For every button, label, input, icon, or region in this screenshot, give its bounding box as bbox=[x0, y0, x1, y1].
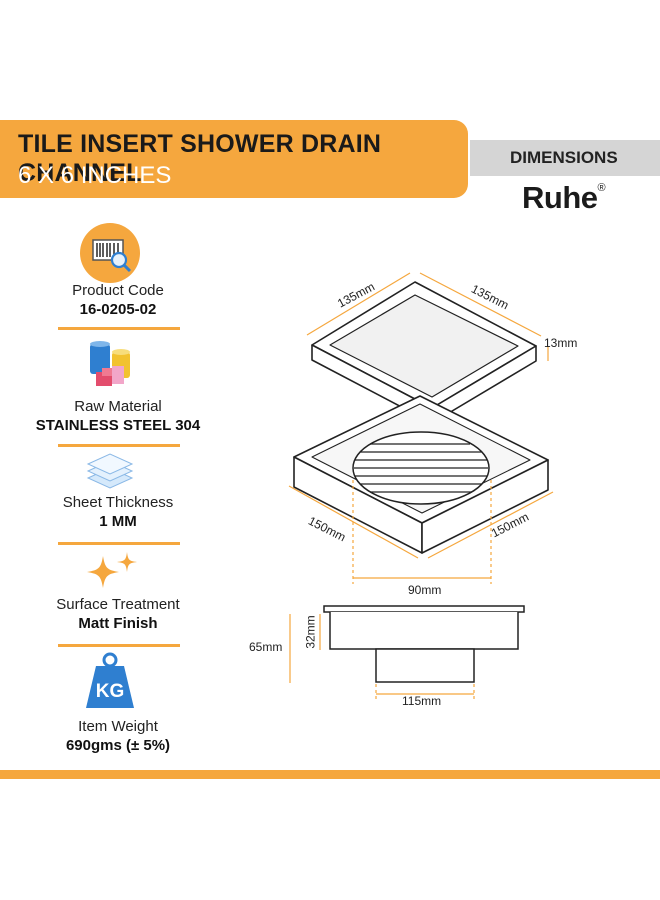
spec-value: STAINLESS STEEL 304 bbox=[35, 417, 201, 434]
tile-insert-tray bbox=[311, 281, 537, 424]
divider bbox=[58, 444, 180, 447]
dim-label-side-bottom: 115mm bbox=[402, 694, 442, 708]
spec-product-code: Product Code 16-0205-02 bbox=[0, 282, 236, 318]
side-profile bbox=[323, 605, 525, 683]
dim-label-top-height: 13mm bbox=[544, 336, 578, 350]
spec-sheet-thickness: Sheet Thickness 1 MM bbox=[0, 494, 236, 530]
spec-label: Sheet Thickness bbox=[62, 494, 174, 511]
spec-value: Matt Finish bbox=[78, 615, 158, 632]
barcode-search-icon bbox=[80, 223, 140, 283]
page-subtitle: 6 X 6 INCHES bbox=[18, 162, 172, 189]
round-grate bbox=[352, 431, 490, 505]
spec-label: Item Weight bbox=[78, 718, 158, 735]
registered-mark: ® bbox=[597, 182, 606, 194]
sheet-layers-icon bbox=[86, 453, 134, 489]
brand-name: Ruhe bbox=[522, 180, 598, 215]
divider bbox=[58, 327, 180, 330]
spec-value: 16-0205-02 bbox=[79, 301, 157, 318]
weight-icon-text: KG bbox=[96, 681, 125, 702]
page-title: TILE INSERT SHOWER DRAIN CHANNEL bbox=[18, 130, 382, 187]
divider bbox=[58, 542, 180, 545]
weight-kg-icon: KG bbox=[86, 652, 134, 708]
dim-label-side-inner: 32mm bbox=[303, 615, 318, 649]
bottom-accent-bar bbox=[0, 770, 660, 779]
spec-value: 690gms (± 5%) bbox=[65, 737, 171, 754]
spec-raw-material: Raw Material STAINLESS STEEL 304 bbox=[0, 398, 236, 434]
divider bbox=[58, 644, 180, 647]
spec-item-weight: Item Weight 690gms (± 5%) bbox=[0, 718, 236, 754]
title-banner: TILE INSERT SHOWER DRAIN CHANNEL 6 X 6 I… bbox=[0, 120, 468, 198]
dim-label-grate: 90mm bbox=[408, 583, 442, 597]
spec-label: Raw Material bbox=[74, 398, 162, 415]
spec-value: 1 MM bbox=[99, 513, 137, 530]
dimensions-tab: DIMENSIONS bbox=[470, 140, 660, 176]
spec-label: Product Code bbox=[72, 282, 164, 299]
dimension-lines bbox=[288, 272, 554, 700]
sparkle-icon bbox=[87, 552, 137, 588]
material-cans-icon bbox=[90, 341, 130, 386]
brand-logo: Ruhe® bbox=[522, 180, 606, 216]
dimensions-tab-label: DIMENSIONS bbox=[510, 148, 618, 167]
dim-label-side-total: 65mm bbox=[249, 640, 283, 654]
spec-label: Surface Treatment bbox=[56, 596, 180, 613]
spec-surface-treatment: Surface Treatment Matt Finish bbox=[0, 596, 236, 632]
